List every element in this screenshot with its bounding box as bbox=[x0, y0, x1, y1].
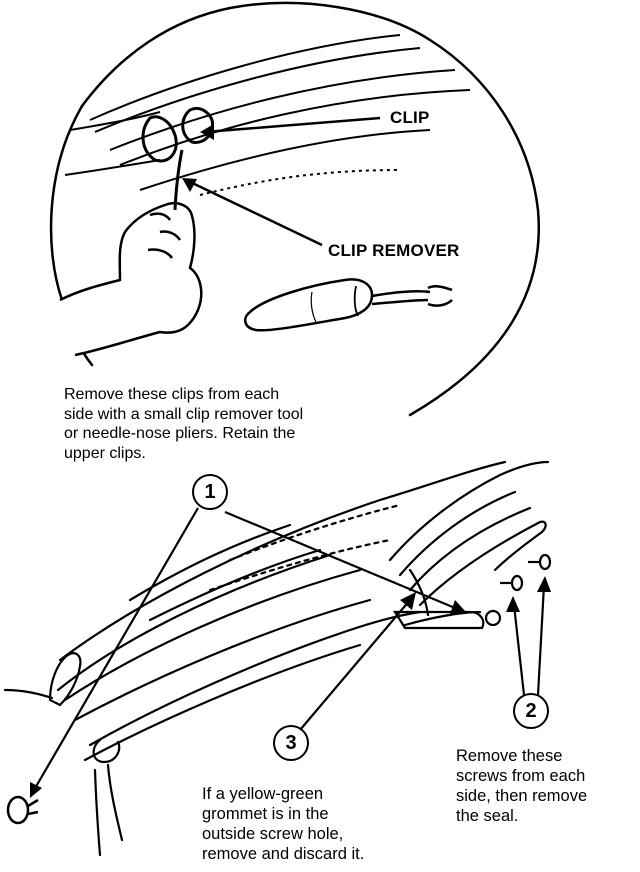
detail-roof-rail bbox=[64, 34, 471, 196]
callout-1-leaders bbox=[33, 507, 456, 791]
grommet-note: If a yellow-green grommet is in the outs… bbox=[202, 785, 365, 863]
clip-leader bbox=[204, 116, 381, 134]
clip-remover-leader bbox=[185, 178, 323, 247]
callout-3-arrowhead bbox=[400, 592, 416, 610]
detail-instruction-text: Remove these clips from each side with a… bbox=[64, 386, 304, 462]
screw-parts bbox=[484, 553, 552, 627]
clip-remover-in-hand bbox=[173, 149, 184, 211]
callout-3: 3 bbox=[273, 725, 309, 761]
clip-label: CLIP bbox=[390, 108, 430, 127]
callout-2-arrowhead-a bbox=[506, 596, 520, 612]
screws-note: Remove these screws from each side, then… bbox=[456, 747, 588, 825]
clip-arrowhead bbox=[200, 124, 214, 140]
callout-2: 2 bbox=[513, 693, 549, 729]
callout-3-leader bbox=[299, 599, 411, 731]
callout-2-leaders bbox=[512, 584, 546, 696]
hand-illustration bbox=[59, 201, 203, 357]
callout-1-arrowhead-grommet bbox=[30, 782, 42, 798]
callout-1-arrowhead-clip bbox=[450, 600, 466, 614]
clip-remover-label: CLIP REMOVER bbox=[328, 241, 460, 260]
detail-magnifier bbox=[49, 1, 540, 417]
clip-remover-tool bbox=[243, 278, 453, 332]
callout-1: 1 bbox=[192, 474, 228, 510]
callout-2-arrowhead-b bbox=[537, 576, 551, 592]
grommet bbox=[6, 795, 39, 825]
clip-remover-arrowhead bbox=[182, 178, 197, 192]
roof-seal-illustration bbox=[3, 460, 550, 857]
